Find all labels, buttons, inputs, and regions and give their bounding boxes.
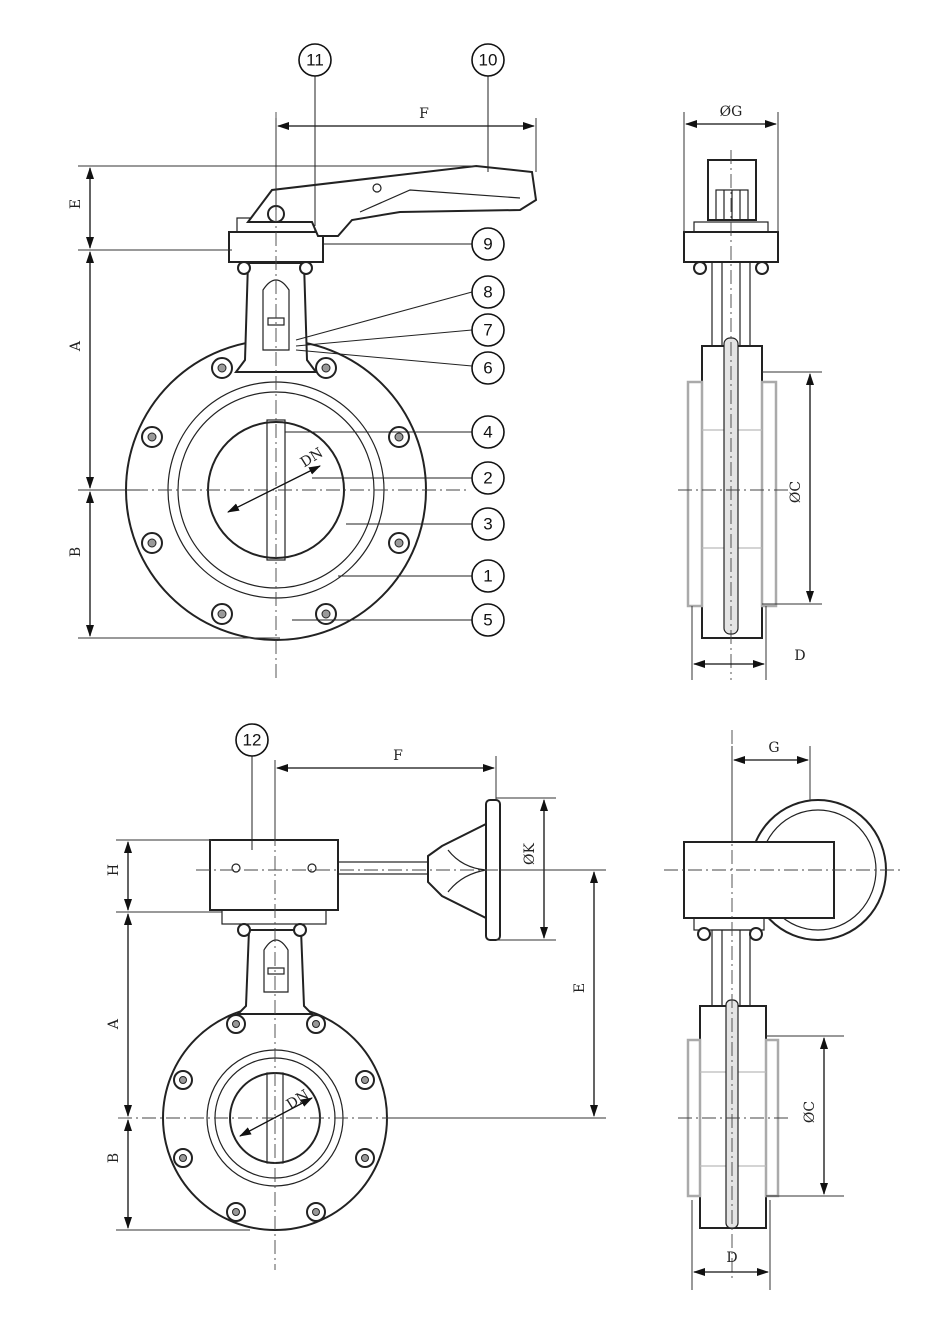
gear-dim-e-label: E [572, 983, 588, 993]
svg-text:9: 9 [483, 235, 492, 254]
svg-text:4: 4 [483, 423, 492, 442]
callout-5: 5 [471, 603, 505, 637]
dim-c-label: ØC [788, 481, 804, 503]
dn-label: DN [298, 445, 326, 471]
callout-1: 1 [471, 559, 505, 593]
gear-dim-d-label: D [726, 1250, 737, 1266]
gear-side-view: G ØC D [664, 730, 900, 1290]
callout-2: 2 [471, 461, 505, 495]
svg-text:2: 2 [483, 469, 492, 488]
gear-dim-a-label: A [106, 1018, 122, 1030]
svg-text:5: 5 [483, 611, 492, 630]
callout-11: 11 [298, 43, 332, 77]
lever-handle [246, 164, 538, 237]
lever-side-view: ØG ØC D [678, 104, 822, 680]
gear-dim-f-label: F [393, 748, 403, 764]
dim-e-label: E [68, 199, 84, 209]
callout-10: 10 [471, 43, 505, 77]
gear-front-view: DN F ØK E H A B 12 [106, 723, 606, 1270]
dim-f-label: F [419, 106, 429, 122]
callout-6: 6 [471, 351, 505, 385]
svg-text:8: 8 [483, 283, 492, 302]
callout-8: 8 [471, 275, 505, 309]
dim-a-label: A [68, 340, 84, 352]
callout-4: 4 [471, 415, 505, 449]
gear-dim-h-label: H [106, 864, 122, 876]
dim-g-label: ØG [720, 104, 743, 120]
svg-text:11: 11 [306, 51, 324, 70]
svg-text:7: 7 [483, 321, 492, 340]
gear-dn-label: DN [284, 1087, 312, 1113]
dim-d-label: D [794, 648, 805, 664]
gear-dim-k-label: ØK [522, 842, 538, 864]
svg-text:3: 3 [483, 515, 492, 534]
gear-dim-c-label: ØC [802, 1101, 818, 1123]
callout-3: 3 [471, 507, 505, 541]
dim-b-label: B [68, 547, 84, 557]
gear-flange-bolts [173, 1014, 375, 1222]
gear-dim-g-label: G [768, 740, 779, 756]
callout-9: 9 [471, 227, 505, 261]
gear-dim-b-label: B [106, 1153, 122, 1163]
flange-bolts [141, 357, 410, 625]
svg-text:6: 6 [483, 359, 492, 378]
svg-text:12: 12 [243, 731, 262, 750]
callout-7: 7 [471, 313, 505, 347]
callout-12: 12 [235, 723, 269, 757]
lever-front-view: DN F E A B 11 10 9 8 7 6 4 [68, 43, 538, 682]
svg-text:10: 10 [479, 51, 498, 70]
svg-text:1: 1 [483, 567, 492, 586]
